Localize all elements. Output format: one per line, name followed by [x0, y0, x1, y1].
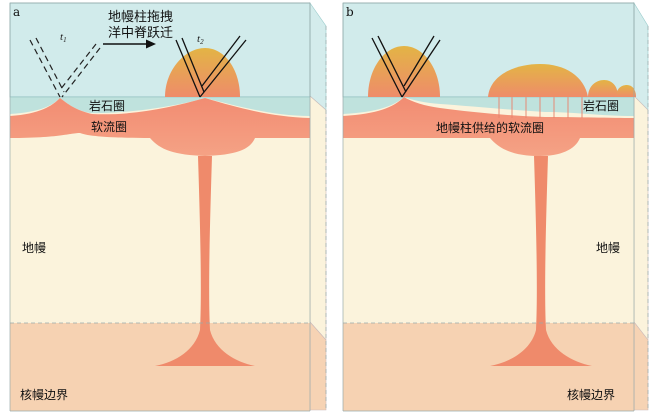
- panel-b-plume-fed-label: 地幔柱供给的软流圈: [436, 120, 544, 135]
- panel-b-volcano-left: [368, 46, 440, 97]
- panel-a-ocean: [9, 2, 311, 98]
- panel-a-side-mantle: [309, 95, 327, 341]
- panel-b-lower-mantle: [343, 323, 634, 411]
- panel-b-volcano-plateau: [488, 64, 588, 97]
- panel-b-lithosphere: [343, 97, 634, 116]
- panel-a-side-ocean: [309, 2, 327, 111]
- panel-b-cmb-label: 核幔边界: [567, 387, 615, 402]
- panel-a-lithosphere: [10, 97, 310, 116]
- panel-a-lower-mantle: [10, 323, 310, 411]
- panel-b-lithosphere-label: 岩石圈: [583, 98, 619, 113]
- panel-a-lithosphere-label: 岩石圈: [89, 98, 125, 113]
- panel-b-plume-feeders: [498, 97, 583, 118]
- panel-b-volcano-small-1: [588, 80, 618, 97]
- panel-b-side-mantle: [633, 95, 649, 341]
- panel-a-asthenosphere: [10, 98, 310, 156]
- panel-a-cmb-label: 核幔边界: [20, 387, 68, 402]
- panel-b-asthenosphere: [343, 97, 634, 156]
- panel-a-arrow: [103, 39, 156, 49]
- panel-a-mantle-label: 地幔: [22, 240, 46, 255]
- panel-b: b 岩石圈 地幔柱供给的软流圈 地幔 核幔边界: [342, 1, 649, 412]
- panel-a-ridge-t2: [175, 35, 247, 98]
- panel-b-mantle-label: 地幔: [596, 240, 620, 255]
- panel-b-ridge: [371, 35, 441, 98]
- panel-a-ridge-t1: [29, 37, 101, 98]
- panel-a: a 地幔柱拖拽 洋中脊跃迁 t1 t2 岩石圈 软流圈 地幔 核幔边界: [9, 2, 327, 412]
- panel-a-asthenosphere-label: 软流圈: [91, 120, 127, 134]
- panel-a-annotation-line2: 洋中脊跃迁: [108, 26, 173, 41]
- panel-b-volcano-small-2: [616, 85, 636, 97]
- panel-b-side-ocean: [633, 1, 649, 111]
- panel-b-outline: [342, 2, 649, 412]
- panel-a-plume: [155, 156, 255, 366]
- panel-a-annotation-line1: 地幔柱拖拽: [108, 10, 173, 25]
- panel-a-t2-label: t2: [197, 33, 204, 46]
- panel-a-outline: [9, 2, 327, 412]
- panel-b-plume: [490, 156, 592, 366]
- panel-a-letter: a: [13, 5, 20, 19]
- panel-b-letter: b: [346, 5, 354, 19]
- panel-a-t1-label: t1: [60, 31, 67, 44]
